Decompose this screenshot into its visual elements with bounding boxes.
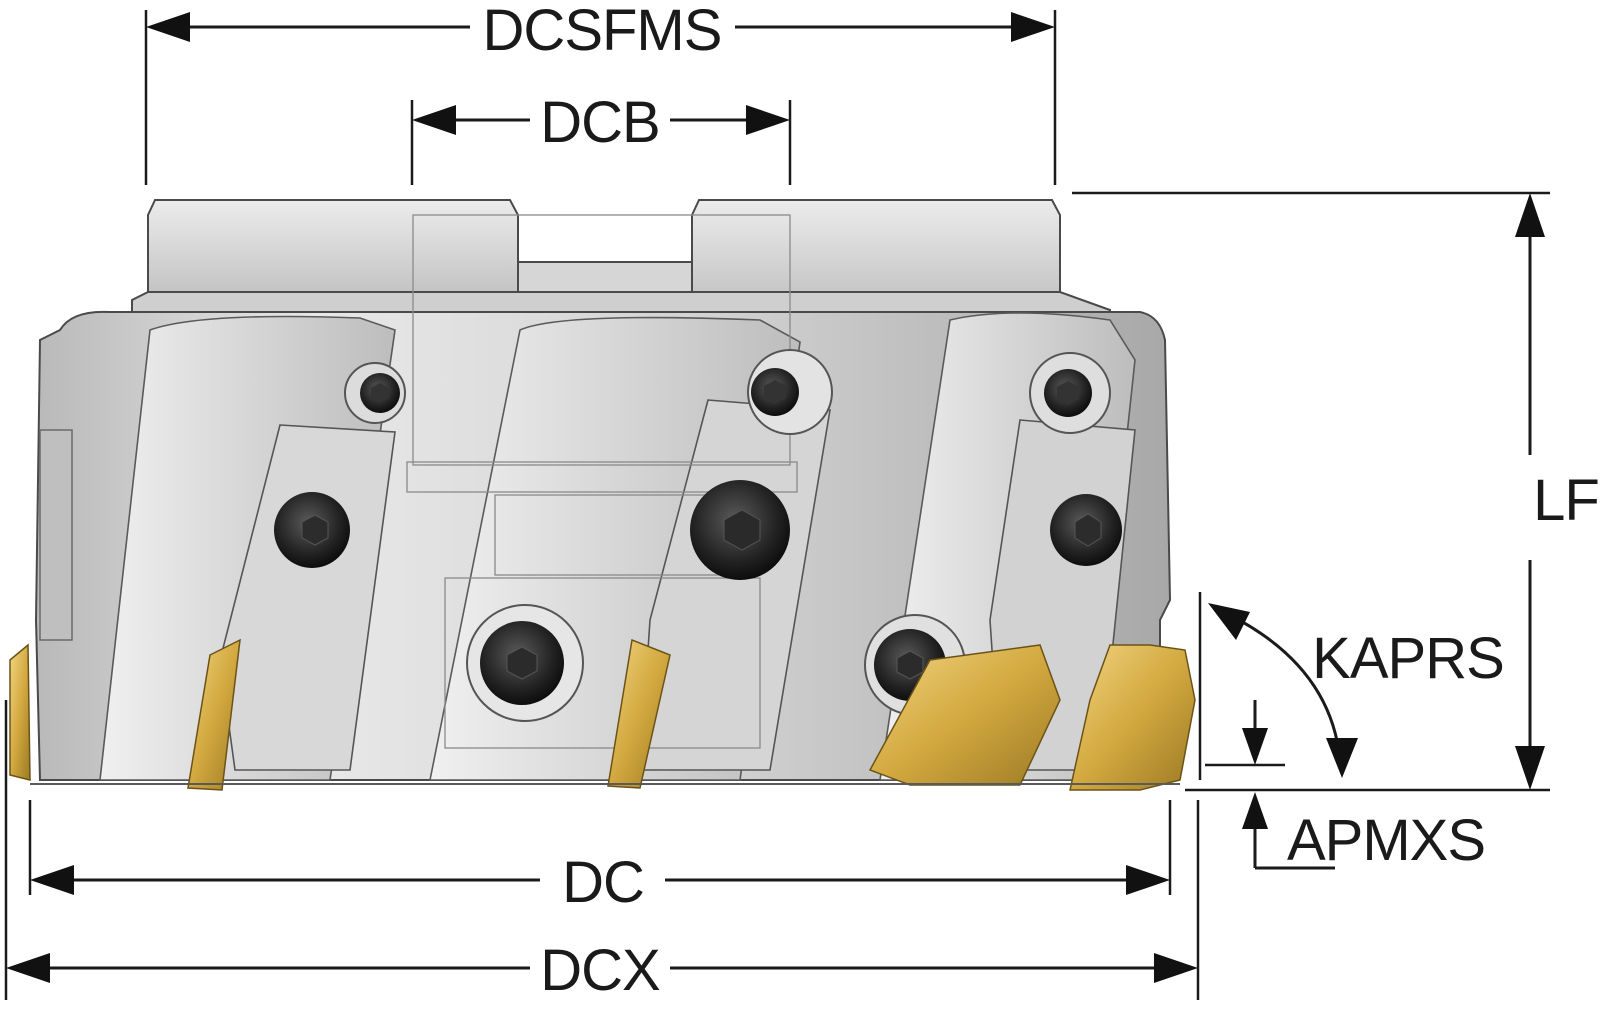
bore-hidden-4 [444, 577, 761, 749]
clamp-screw-icon [1050, 494, 1122, 566]
indexable-insert-icon [607, 638, 671, 789]
flank-left [39, 429, 73, 641]
drive-slot [517, 261, 693, 297]
dcb-label: DCB [540, 90, 659, 155]
bore-hidden-2 [406, 461, 798, 493]
dimension-dc: DC [28, 800, 1172, 915]
dcx-label: DCX [540, 938, 660, 1003]
clamp-screw-icon [344, 362, 406, 424]
clamp-screw-icon [747, 349, 833, 435]
insert-seat-1 [219, 424, 396, 771]
top-boss-left [147, 199, 519, 293]
dimension-dcsfms: DCSFMS [144, 0, 1057, 185]
clamp-screw-icon [1029, 352, 1111, 434]
lf-label: LF [1533, 468, 1599, 533]
dimension-kaprs: KAPRS [1198, 592, 1505, 780]
bore-hidden-1 [412, 214, 791, 466]
dimension-dcx: DCX [4, 700, 1200, 1003]
indexable-insert-icon [187, 638, 241, 791]
dimension-lf: LF [1072, 191, 1600, 792]
dimension-apmxs: APMXS [1205, 700, 1486, 873]
apmxs-label: APMXS [1287, 808, 1485, 873]
dc-label: DC [562, 850, 644, 915]
dimension-dcb: DCB [410, 90, 792, 185]
indexable-insert-icon [9, 643, 31, 781]
clamp-screw-icon [690, 480, 790, 580]
indexable-insert-icon [1069, 644, 1196, 791]
clamp-screw-icon [466, 604, 584, 722]
inserts [9, 638, 1196, 791]
clamp-screw-icon [274, 492, 350, 568]
dcsfms-label: DCSFMS [483, 0, 722, 63]
kaprs-label: KAPRS [1312, 626, 1504, 691]
